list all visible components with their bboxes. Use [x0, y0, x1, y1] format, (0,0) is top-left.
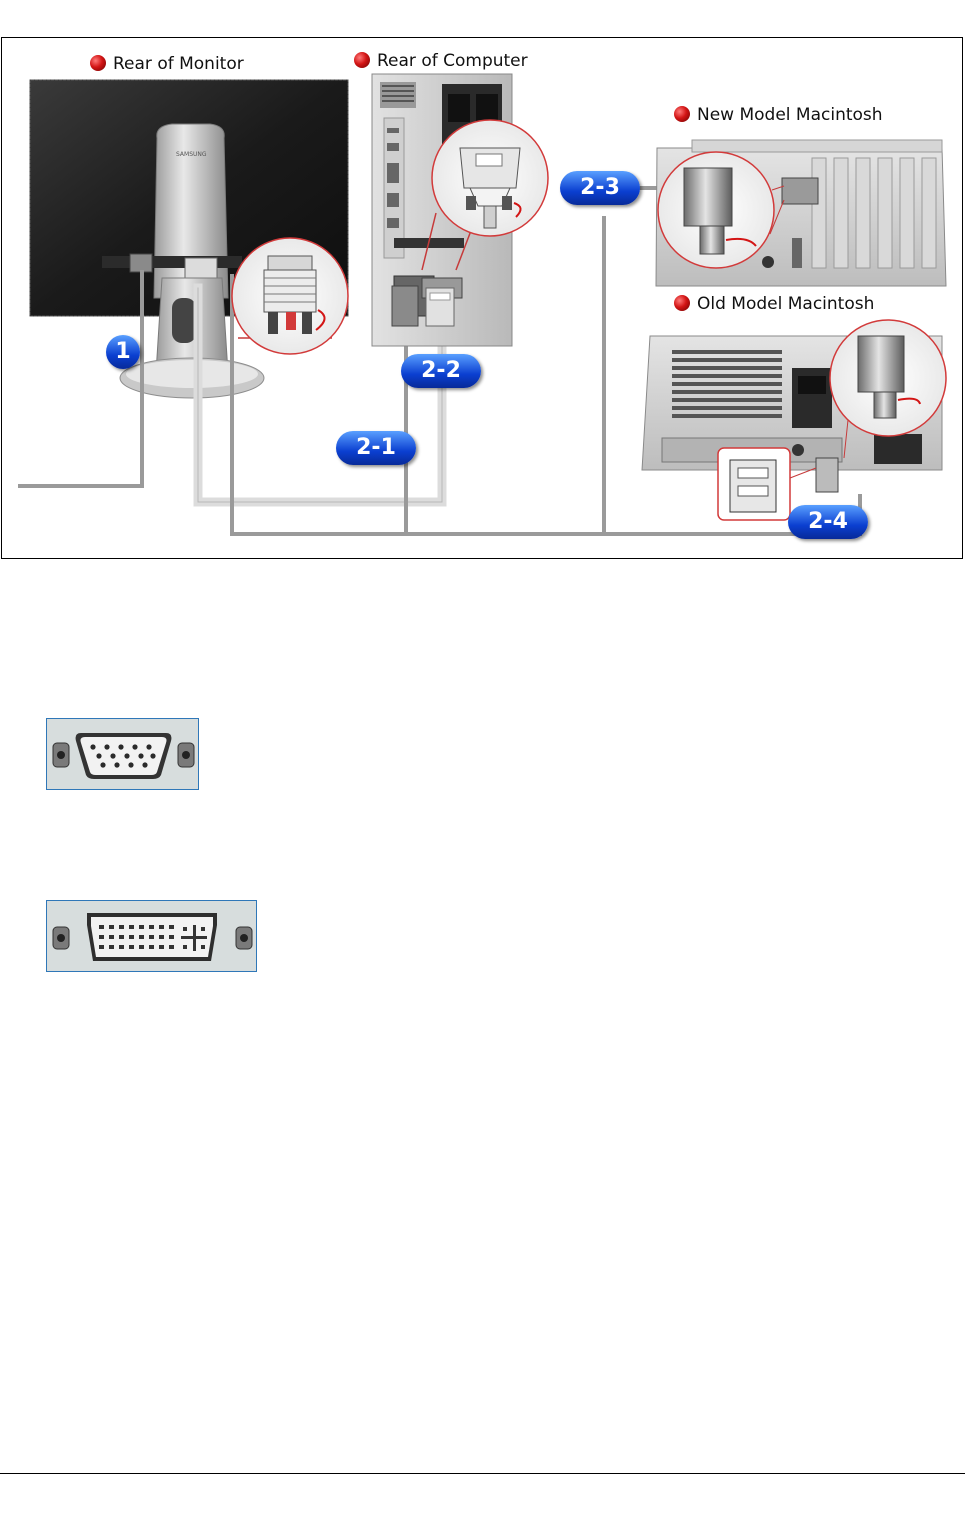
label-text: Old Model Macintosh — [697, 294, 875, 314]
dvi-port-icon — [46, 900, 257, 972]
monitor-zoom-lens — [231, 237, 349, 355]
connection-illustration: SAMSUNG — [18, 73, 947, 536]
badge-2-4: 2-4 — [788, 505, 868, 539]
computer-zoom-lens — [421, 119, 549, 271]
badge-2-1: 2-1 — [336, 431, 416, 465]
label-rear-of-monitor: Rear of Monitor — [90, 54, 244, 74]
label-text: Rear of Computer — [377, 51, 528, 71]
badge-1: 1 — [106, 335, 140, 369]
footer-divider — [0, 1473, 965, 1474]
old-mac-rear — [641, 319, 947, 521]
monitor-rear: SAMSUNG — [29, 79, 349, 399]
label-rear-of-computer: Rear of Computer — [354, 51, 528, 71]
svg-text:SAMSUNG: SAMSUNG — [176, 151, 207, 158]
red-bullet-icon — [674, 106, 690, 122]
label-text: New Model Macintosh — [697, 105, 883, 125]
connection-diagram: SAMSUNG — [1, 37, 963, 559]
label-text: Rear of Monitor — [113, 54, 244, 74]
vga-d-sub-port-icon — [46, 718, 199, 790]
badge-2-3: 2-3 — [560, 171, 640, 205]
red-bullet-icon — [674, 295, 690, 311]
badge-2-2: 2-2 — [401, 354, 481, 388]
red-bullet-icon — [90, 55, 106, 71]
label-old-model-macintosh: Old Model Macintosh — [674, 294, 874, 314]
new-mac-rear — [655, 139, 947, 287]
label-new-model-macintosh: New Model Macintosh — [674, 105, 883, 125]
red-bullet-icon — [354, 52, 370, 68]
